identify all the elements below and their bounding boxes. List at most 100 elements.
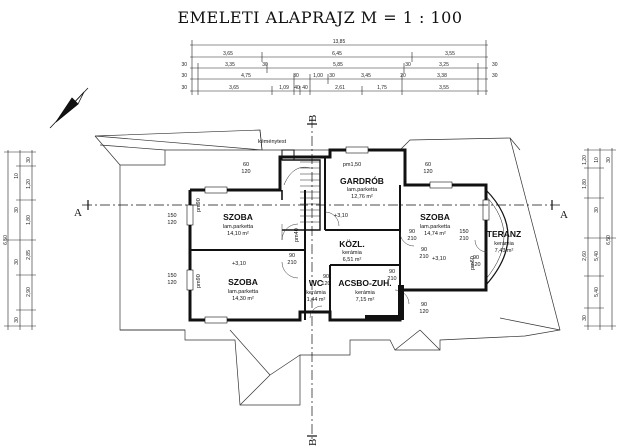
chimney-label: kéménytest [258, 139, 287, 145]
room-kozl: KÖZL. kerámia 6,51 m² [339, 239, 365, 263]
dim-r2-b: 6,45 [332, 51, 342, 57]
level-mark-3: +3,10 [432, 256, 446, 262]
rdim-6: 6,50 [606, 235, 612, 245]
dim-r3-e: 30 [405, 62, 411, 68]
dim-r5-d: 40 [294, 85, 300, 91]
dim-r5-b: 3,65 [229, 85, 239, 91]
dim-r5-e: 40 [302, 85, 308, 91]
dim-r4-c: 30 [293, 73, 299, 79]
svg-text:lam.parketta: lam.parketta [347, 187, 378, 193]
rdim-10: 30 [582, 315, 588, 321]
sill-3: pm60 [470, 256, 476, 270]
rdim-7: 5,40 [594, 251, 600, 261]
svg-text:kerámia: kerámia [494, 241, 515, 247]
ldim-1: 30 [26, 157, 32, 163]
opening-w1: 60 [243, 162, 249, 168]
stair-treads [283, 161, 320, 223]
opening-w12: 90 [421, 302, 427, 308]
dim-r4-d: 1,00 [313, 73, 323, 79]
ldim-6: 6,50 [3, 235, 9, 245]
ldim-10: 30 [14, 317, 20, 323]
svg-text:lam.parketta: lam.parketta [223, 224, 254, 230]
dim-r5-c: 1,09 [279, 85, 289, 91]
opening-w2: 60 [425, 162, 431, 168]
opening-h4: 210 [407, 236, 416, 242]
opening-h1: 120 [241, 169, 250, 175]
opening-w6: 90 [421, 247, 427, 253]
north-arrow-icon [49, 87, 89, 129]
dim-r4-i: 30 [492, 73, 498, 79]
ldim-9: 2,90 [26, 287, 32, 297]
section-lines [82, 118, 560, 442]
ldim-7: 2,85 [26, 250, 32, 260]
svg-text:WC: WC [309, 278, 323, 288]
opening-h8: 120 [471, 262, 480, 268]
room-furdo: ACSBO-ZUH. kerámia 7,15 m² [338, 278, 391, 303]
ldim-2: 1,20 [26, 179, 32, 189]
section-a-left: A [74, 207, 82, 219]
rdim-1: 1,20 [582, 155, 588, 165]
room-gardrob: GARDRÓB lam.parketta 12,76 m² [340, 175, 384, 200]
dim-r4-a: 30 [181, 73, 187, 79]
dim-r5-f: 2,61 [335, 85, 345, 91]
sill-4: pm40 [294, 228, 300, 242]
opening-h11: 210 [387, 276, 396, 282]
dim-r2-a: 3,65 [223, 51, 233, 57]
svg-text:kerámia: kerámia [342, 250, 363, 256]
opening-w7: 150 [167, 273, 176, 279]
svg-text:7,43 m²: 7,43 m² [495, 248, 514, 254]
opening-h2: 120 [423, 169, 432, 175]
ldim-8: 30 [14, 259, 20, 265]
section-a-right: A [560, 209, 568, 221]
rdim-2: 10 [594, 157, 600, 163]
svg-text:kerámia: kerámia [306, 290, 327, 296]
wall-post [398, 285, 404, 320]
dim-r3-g: 30 [492, 62, 498, 68]
opening-h5: 210 [459, 236, 468, 242]
svg-text:SZOBA: SZOBA [420, 212, 450, 222]
room-wc: WC kerámia 1,44 m² [306, 278, 327, 303]
svg-text:SZOBA: SZOBA [228, 277, 258, 287]
rdim-3: 30 [606, 157, 612, 163]
svg-text:KÖZL.: KÖZL. [339, 239, 365, 249]
dim-r3-b: 3,35 [225, 62, 235, 68]
wall-strip [365, 315, 400, 320]
dim-r4-b: 4,75 [241, 73, 251, 79]
dim-r5-a: 30 [181, 85, 187, 91]
dim-r3-f: 3,25 [439, 62, 449, 68]
opening-w4: 90 [409, 229, 415, 235]
section-markers [87, 123, 553, 437]
dim-r4-f: 3,45 [361, 73, 371, 79]
svg-text:7,15 m²: 7,15 m² [356, 297, 375, 303]
svg-text:TERANZ: TERANZ [487, 229, 521, 239]
section-b-top: B [307, 115, 319, 122]
opening-h10: 120 [321, 281, 330, 287]
sill-2: pm90 [196, 274, 202, 288]
dim-r4-h: 3,38 [437, 73, 447, 79]
dim-r5-h: 3,55 [439, 85, 449, 91]
dim-r4-e: 30 [329, 73, 335, 79]
dim-r4-g: 20 [400, 73, 406, 79]
opening-h6: 210 [419, 254, 428, 260]
opening-h9: 210 [287, 260, 296, 266]
dim-r3-d: 5,85 [333, 62, 343, 68]
top-dimension-texts: 13,85 3,65 6,45 3,55 30 3,35 30 5,85 30 … [181, 39, 497, 91]
level-mark-2: +3,10 [232, 261, 246, 267]
dim-r5-g: 1,75 [377, 85, 387, 91]
top-dimension-lines [190, 40, 488, 95]
opening-w9: 90 [289, 253, 295, 259]
dim-total: 13,85 [333, 39, 346, 45]
level-mark-1: +3,10 [334, 213, 348, 219]
rdim-8: 2,60 [582, 251, 588, 261]
svg-text:14,74 m²: 14,74 m² [424, 231, 446, 237]
svg-text:14,30 m²: 14,30 m² [232, 296, 254, 302]
opening-w5: 150 [459, 229, 468, 235]
svg-text:kerámia: kerámia [355, 290, 376, 296]
ldim-5: 30 [14, 207, 20, 213]
svg-text:lam.parketta: lam.parketta [420, 224, 451, 230]
walls [188, 148, 488, 322]
opening-h12: 120 [419, 309, 428, 315]
svg-text:6,51 m²: 6,51 m² [343, 257, 362, 263]
opening-w11: 90 [389, 269, 395, 275]
